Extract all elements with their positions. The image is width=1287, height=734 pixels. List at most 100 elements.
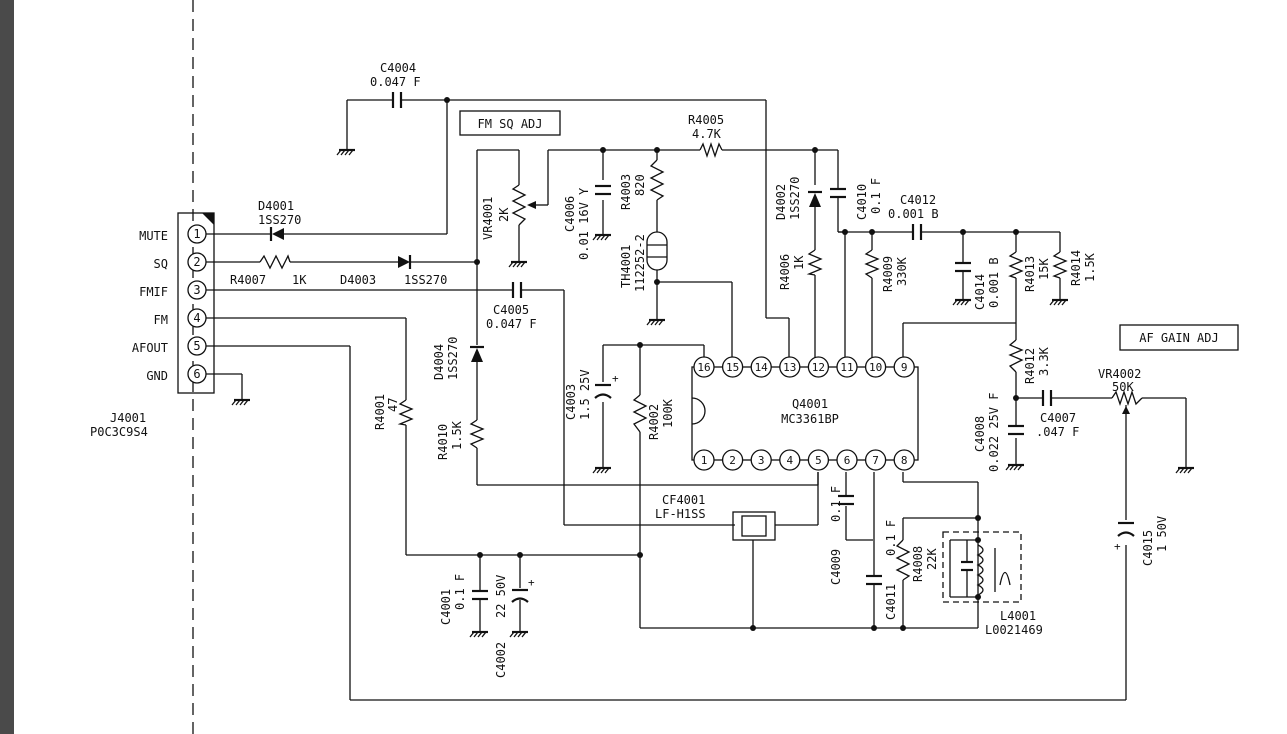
svg-text:R4006: R4006 — [778, 254, 792, 290]
resistor-r4005: R4005 4.7K — [688, 113, 724, 159]
svg-text:9: 9 — [901, 361, 908, 374]
svg-text:.047 F: .047 F — [1036, 425, 1079, 439]
svg-text:R4012: R4012 — [1023, 348, 1037, 384]
svg-text:R4010: R4010 — [436, 424, 450, 460]
ic-pin-1: 1 — [693, 449, 715, 471]
svg-text:0.022 25V F: 0.022 25V F — [987, 393, 1001, 472]
svg-text:R4013: R4013 — [1023, 256, 1037, 292]
svg-text:7: 7 — [872, 454, 879, 467]
svg-text:R4001: R4001 — [373, 394, 387, 430]
ic-pin-10: 10 — [864, 356, 887, 378]
svg-text:VR4002: VR4002 — [1098, 367, 1141, 381]
ic-pin-9: 9 — [893, 356, 915, 378]
ic-part: MC3361BP — [781, 412, 839, 426]
capacitor-c4014: C4014 0.001 B — [955, 257, 1001, 310]
connector-ref: J4001 — [110, 411, 146, 425]
capacitor-c4004: C4004 0.047 F — [370, 61, 421, 108]
connector-pin-3: 3 — [193, 283, 200, 297]
svg-text:12: 12 — [812, 361, 825, 374]
ground-icon — [469, 630, 488, 638]
ic-pin-6: 6 — [836, 449, 858, 471]
capacitor-c4002: + C4002 22 50V — [494, 575, 535, 678]
diode-d4004: D4004 1SS270 — [432, 337, 484, 380]
svg-text:1K: 1K — [792, 255, 806, 270]
svg-text:R4007: R4007 — [230, 273, 266, 287]
ground-symbols — [231, 148, 1194, 638]
svg-text:22K: 22K — [925, 548, 939, 570]
junction-dots — [444, 97, 1019, 631]
ground-icon — [1005, 463, 1024, 471]
connector-pin-6: 6 — [193, 367, 200, 381]
svg-text:0.047 F: 0.047 F — [486, 317, 537, 331]
svg-text:C4015: C4015 — [1141, 530, 1155, 566]
ic-pin-4: 4 — [779, 449, 801, 471]
svg-text:AF GAIN ADJ: AF GAIN ADJ — [1139, 331, 1218, 345]
capacitor-c4003: + C4003 1.5 25V — [564, 369, 619, 420]
capacitor-c4007: C4007 .047 F — [1036, 390, 1079, 439]
svg-text:C4006: C4006 — [563, 196, 577, 232]
svg-text:R4002: R4002 — [647, 404, 661, 440]
svg-text:+: + — [612, 372, 619, 385]
capacitor-c4015: + C4015 1 50V — [1114, 516, 1169, 566]
resistor-r4009: R4009 330K — [864, 249, 909, 292]
capacitor-c4006: C4006 0.01 16V Y — [563, 184, 611, 260]
svg-text:TH4001: TH4001 — [619, 245, 633, 288]
pin-label-fmif: FMIF — [139, 285, 168, 299]
ground-icon — [336, 148, 355, 156]
svg-text:C4002: C4002 — [494, 642, 508, 678]
svg-text:R4009: R4009 — [881, 256, 895, 292]
ground-icon — [646, 318, 665, 326]
svg-text:R4014: R4014 — [1069, 250, 1083, 286]
svg-text:6: 6 — [844, 454, 851, 467]
connector-pin-2: 2 — [193, 255, 200, 269]
pin-label-gnd: GND — [146, 369, 168, 383]
resistor-r4012: R4012 3.3K — [1008, 339, 1051, 384]
svg-text:C4009: C4009 — [829, 549, 843, 585]
ic-pin-14: 14 — [750, 356, 772, 378]
ic-pin-8: 8 — [893, 449, 915, 471]
ic-pin-5: 5 — [807, 449, 830, 471]
diode-d4001: D4001 1SS270 — [258, 199, 301, 241]
pin-label-sq: SQ — [154, 257, 168, 271]
potentiometer-vr4002: VR4002 50K — [1098, 367, 1143, 414]
svg-text:C4003: C4003 — [564, 384, 578, 420]
svg-text:C4007: C4007 — [1040, 411, 1076, 425]
svg-text:22 50V: 22 50V — [494, 575, 508, 618]
svg-text:C4004: C4004 — [380, 61, 416, 75]
svg-text:0.1 F: 0.1 F — [453, 574, 467, 610]
svg-text:FM SQ ADJ: FM SQ ADJ — [477, 117, 542, 131]
svg-text:C4012: C4012 — [900, 193, 936, 207]
svg-text:C4010: C4010 — [855, 184, 869, 220]
capacitor-c4008: C4008 0.022 25V F — [973, 393, 1024, 472]
ground-icon — [1175, 466, 1194, 474]
pin-label-mute: MUTE — [139, 229, 168, 243]
ic-pin-12: 12 — [807, 356, 830, 378]
capacitor-c4005: C4005 0.047 F — [486, 282, 537, 331]
wires — [206, 99, 1187, 701]
connector-part: P0C3C9S4 — [90, 425, 148, 439]
ground-icon — [592, 466, 611, 474]
svg-text:2: 2 — [729, 454, 736, 467]
ground-icon — [509, 630, 528, 638]
svg-text:0.1 F: 0.1 F — [884, 520, 898, 556]
svg-text:+: + — [1114, 540, 1121, 553]
svg-text:C4008: C4008 — [973, 416, 987, 452]
resistor-r4006: R4006 1K — [778, 249, 823, 290]
svg-text:3: 3 — [758, 454, 765, 467]
svg-text:R4008: R4008 — [911, 546, 925, 582]
svg-text:0.047 F: 0.047 F — [370, 75, 421, 89]
svg-text:LF-H1SS: LF-H1SS — [655, 507, 706, 521]
svg-text:0.01 16V Y: 0.01 16V Y — [577, 187, 591, 260]
resistor-r4003: R4003 820 — [619, 159, 665, 210]
svg-text:100K: 100K — [661, 398, 675, 428]
ic-pin-11: 11 — [836, 356, 858, 378]
svg-text:R4005: R4005 — [688, 113, 724, 127]
svg-text:R4003: R4003 — [619, 174, 633, 210]
svg-text:1: 1 — [701, 454, 708, 467]
connector-j4001: 1 2 3 4 5 6 MUTE SQ FMIF FM AFOUT GND J4… — [90, 212, 215, 439]
potentiometer-vr4001: VR4001 2K — [481, 184, 536, 240]
ic-pin-13: 13 — [779, 356, 801, 378]
svg-text:14: 14 — [755, 361, 769, 374]
svg-text:47: 47 — [386, 398, 400, 412]
